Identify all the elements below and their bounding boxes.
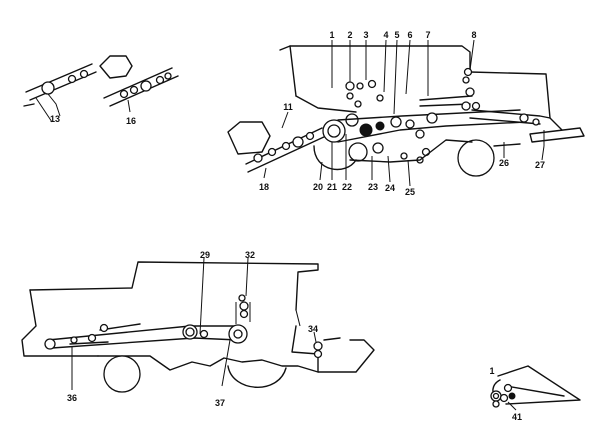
callout-20: 20 bbox=[313, 182, 323, 192]
callout-25: 25 bbox=[405, 187, 415, 197]
callout-34: 34 bbox=[308, 324, 318, 334]
callout-23: 23 bbox=[368, 182, 378, 192]
callout-small-1: 1 bbox=[489, 366, 494, 376]
header-drive-detail-bottom-right bbox=[490, 365, 581, 411]
callout-18: 18 bbox=[259, 182, 269, 192]
callout-21: 21 bbox=[327, 182, 337, 192]
callout-29: 29 bbox=[200, 250, 210, 260]
callout-37: 37 bbox=[215, 398, 225, 408]
callout-5: 5 bbox=[394, 30, 399, 40]
callout-11: 11 bbox=[283, 102, 293, 112]
callout-26: 26 bbox=[499, 158, 509, 168]
callout-3: 3 bbox=[363, 30, 368, 40]
callout-8: 8 bbox=[471, 30, 476, 40]
callout-4: 4 bbox=[383, 30, 388, 40]
header-feeder-detail-right bbox=[99, 55, 179, 113]
callout-36: 36 bbox=[67, 393, 77, 403]
callout-13: 13 bbox=[50, 114, 60, 124]
callout-2: 2 bbox=[347, 30, 352, 40]
callout-1: 1 bbox=[329, 30, 334, 40]
combine-side-view-top bbox=[227, 39, 585, 187]
callout-22: 22 bbox=[342, 182, 352, 192]
callout-32: 32 bbox=[245, 250, 255, 260]
callout-16: 16 bbox=[126, 116, 136, 126]
callout-27: 27 bbox=[535, 160, 545, 170]
header-feeder-detail-left bbox=[23, 63, 97, 123]
callout-41: 41 bbox=[512, 412, 522, 422]
combine-side-view-bottom bbox=[21, 257, 375, 393]
callout-24: 24 bbox=[385, 183, 395, 193]
callout-7: 7 bbox=[425, 30, 430, 40]
callout-6: 6 bbox=[407, 30, 412, 40]
